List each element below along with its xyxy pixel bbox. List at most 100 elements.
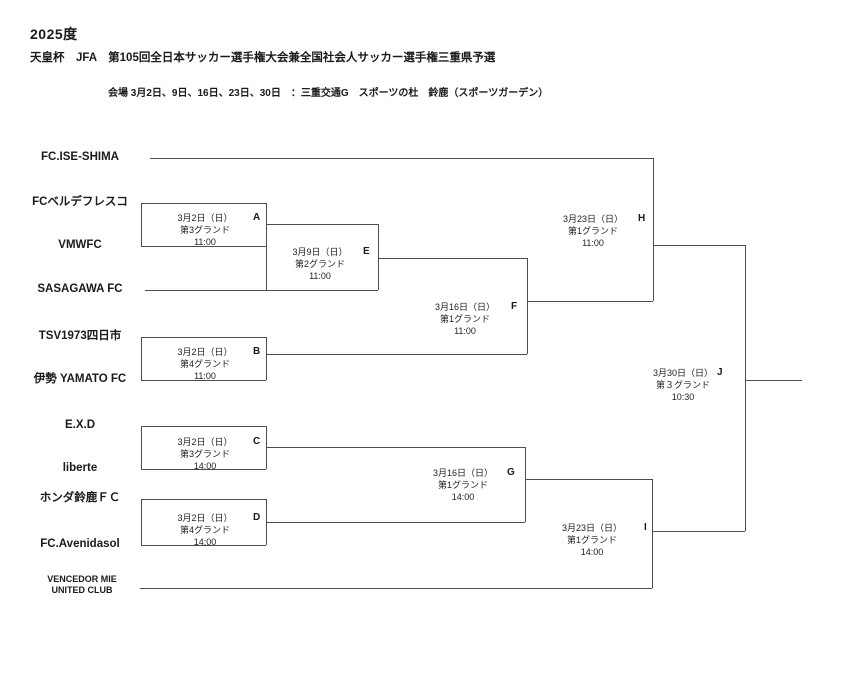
- match-a-time: 11:00: [194, 237, 216, 247]
- line-fc-ise-shima: [150, 158, 653, 159]
- match-e-label: E: [363, 246, 370, 257]
- team-ise-yamato-fc: 伊勢 YAMATO FC: [33, 373, 127, 385]
- match-h-time: 11:00: [582, 238, 604, 248]
- vline-match-i-right: [652, 479, 653, 588]
- match-f-ground: 第1グランド: [439, 314, 490, 324]
- venue-line: 会場 3月2日、9日、16日、23日、30日 ：三重交通G スポーツの杜 鈴鹿（…: [108, 88, 549, 99]
- match-b-ground: 第4グランド: [179, 359, 230, 369]
- vline-match-f-right: [527, 258, 528, 354]
- match-f-time: 11:00: [454, 326, 476, 336]
- match-e-time: 11:00: [309, 271, 331, 281]
- match-a-date: 3月2日（日）: [177, 213, 233, 223]
- line-winner-g: [525, 479, 652, 480]
- match-c-date: 3月2日（日）: [177, 437, 233, 447]
- match-c-time: 14:00: [193, 461, 217, 471]
- match-a-info: 3月2日（日） 第3グランド 11:00: [145, 212, 265, 248]
- match-i-time: 14:00: [580, 547, 604, 557]
- match-i-info: 3月23日（日） 第1グランド 14:00: [532, 522, 652, 558]
- team-tsv1973-yokkaichi: TSV1973四日市: [38, 330, 122, 342]
- match-j-time: 10:30: [671, 392, 695, 402]
- team-vencedor-line1: VENCEDOR MIE: [47, 574, 117, 584]
- match-a-ground: 第3グランド: [179, 225, 230, 235]
- vline-match-b-right: [266, 337, 267, 380]
- team-sasagawa-fc: SASAGAWA FC: [37, 283, 123, 295]
- match-e-info: 3月9日（日） 第2グランド 11:00: [260, 246, 380, 282]
- match-i-date: 3月23日（日）: [561, 523, 623, 533]
- line-winner-c: [266, 447, 525, 448]
- line-tsv1973: [141, 337, 266, 338]
- line-vencedor-mie: [140, 588, 652, 589]
- vline-match-h-right: [653, 158, 654, 301]
- match-c-ground: 第3グランド: [179, 449, 230, 459]
- line-liberte: [141, 469, 266, 470]
- match-h-info: 3月23日（日） 第1グランド 11:00: [533, 213, 653, 249]
- team-fc-verde-fresco: FCベルデフレスコ: [32, 196, 128, 208]
- match-a-label: A: [253, 212, 261, 223]
- line-winner-f: [527, 301, 653, 302]
- line-fc-verde-fresco: [141, 203, 266, 204]
- match-g-date: 3月16日（日）: [432, 468, 494, 478]
- team-liberte: liberte: [62, 462, 98, 474]
- match-i-label: I: [644, 522, 647, 533]
- match-f-info: 3月16日（日） 第1グランド 11:00: [405, 301, 525, 337]
- team-fc-ise-shima: FC.ISE-SHIMA: [41, 151, 119, 163]
- line-vmwfc: [141, 246, 266, 247]
- vline-match-c-right: [266, 426, 267, 469]
- line-sasagawa-fc: [145, 290, 378, 291]
- match-d-time: 14:00: [193, 537, 217, 547]
- match-d-info: 3月2日（日） 第4グランド 14:00: [145, 512, 265, 548]
- vline-match-c-left: [141, 426, 142, 469]
- match-j-date: 3月30日（日）: [652, 368, 714, 378]
- team-vencedor-mie-united-club: VENCEDOR MIE UNITED CLUB: [14, 574, 150, 596]
- line-winner-j-final: [745, 380, 802, 381]
- match-d-ground: 第4グランド: [179, 525, 230, 535]
- match-j-label: J: [717, 367, 723, 378]
- line-winner-h: [653, 245, 745, 246]
- line-winner-d: [266, 522, 525, 523]
- tournament-title: 天皇杯 JFA 第105回全日本サッカー選手権大会兼全国社会人サッカー選手権三重…: [30, 52, 496, 64]
- team-vmwfc: VMWFC: [58, 239, 102, 251]
- line-exd: [141, 426, 266, 427]
- line-fc-avenidasol: [141, 545, 266, 546]
- vline-match-d-left: [141, 499, 142, 545]
- vline-match-b-left: [141, 337, 142, 380]
- match-f-label: F: [511, 301, 518, 312]
- line-winner-a: [266, 224, 378, 225]
- match-d-label: D: [253, 512, 261, 523]
- line-winner-b: [266, 354, 527, 355]
- match-h-label: H: [638, 213, 646, 224]
- match-i-ground: 第1グランド: [566, 535, 617, 545]
- vline-match-j: [745, 245, 746, 531]
- match-h-date: 3月23日（日）: [562, 214, 624, 224]
- match-e-date: 3月9日（日）: [292, 247, 348, 257]
- vline-match-e-right: [378, 224, 379, 290]
- match-g-ground: 第1グランド: [437, 480, 488, 490]
- match-g-info: 3月16日（日） 第1グランド 14:00: [403, 467, 523, 503]
- vline-match-d-right: [266, 499, 267, 545]
- match-j-info: 3月30日（日） 第３グランド 10:30: [623, 367, 743, 403]
- match-f-date: 3月16日（日）: [434, 302, 496, 312]
- match-h-ground: 第1グランド: [567, 226, 618, 236]
- vline-match-g-right: [525, 447, 526, 522]
- team-fc-avenidasol: FC.Avenidasol: [40, 538, 120, 550]
- match-j-ground: 第３グランド: [655, 380, 710, 390]
- match-d-date: 3月2日（日）: [177, 513, 233, 523]
- vline-match-a-left: [141, 203, 142, 246]
- match-e-ground: 第2グランド: [294, 259, 345, 269]
- match-c-info: 3月2日（日） 第3グランド 14:00: [145, 436, 265, 472]
- match-b-info: 3月2日（日） 第4グランド 11:00: [145, 346, 265, 382]
- team-exd: E.X.D: [64, 419, 96, 431]
- page-year-title: 2025度: [30, 26, 78, 42]
- line-winner-e: [378, 258, 527, 259]
- team-honda-suzuka-fc: ホンダ鈴鹿ＦＣ: [39, 492, 121, 504]
- match-b-date: 3月2日（日）: [177, 347, 233, 357]
- line-honda-suzuka: [141, 499, 266, 500]
- match-g-time: 14:00: [451, 492, 475, 502]
- line-ise-yamato-fc: [141, 380, 266, 381]
- match-b-label: B: [253, 346, 261, 357]
- match-c-label: C: [253, 436, 261, 447]
- match-b-time: 11:00: [194, 371, 216, 381]
- vline-match-a-right: [266, 203, 267, 290]
- team-vencedor-line2: UNITED CLUB: [51, 585, 113, 595]
